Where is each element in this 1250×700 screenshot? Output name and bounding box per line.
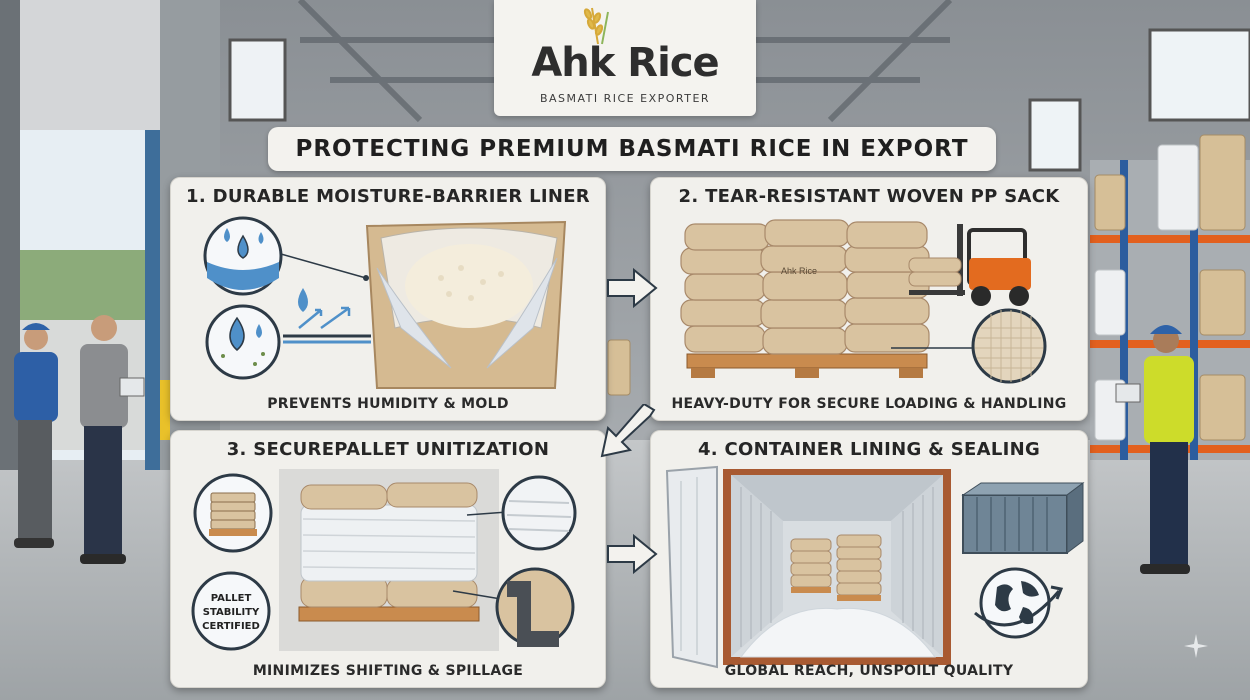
liner-sack-illustration — [365, 220, 567, 389]
brand-tagline: BASMATI RICE EXPORTER — [539, 92, 711, 105]
panel-moisture-liner: 1. DURABLE MOISTURE-BARRIER LINER — [170, 177, 606, 421]
panel-heading: 3. SECUREPALLET UNITIZATION — [226, 439, 550, 460]
panel-heading: 2. TEAR-RESISTANT WOVEN PP SACK — [678, 186, 1060, 207]
arrow-down-left-icon — [600, 404, 656, 458]
brand-logo: Ahk Rice BASMATI RICE EXPORTER — [494, 0, 756, 116]
brand-name: Ahk Rice — [531, 40, 719, 86]
stretch-wrap-zoom-icon — [501, 475, 577, 551]
badge-line-2: STABILITY — [203, 607, 260, 618]
woven-fabric-zoom-icon — [891, 308, 1047, 384]
container-interior-illustration — [665, 465, 951, 669]
panel-caption: PREVENTS HUMIDITY & MOLD — [267, 396, 509, 412]
panel-heading: 1. DURABLE MOISTURE-BARRIER LINER — [186, 186, 590, 207]
sack-stack-illustration: Ahk Rice — [680, 219, 930, 378]
panel-caption: HEAVY-DUTY FOR SECURE LOADING & HANDLING — [671, 396, 1067, 412]
panel-caption: MINIMIZES SHIFTING & SPILLAGE — [252, 663, 524, 679]
sack-label: Ahk Rice — [781, 266, 817, 276]
arrow-right-icon — [607, 533, 658, 575]
panel-pp-sack: 2. TEAR-RESISTANT WOVEN PP SACK — [650, 177, 1088, 421]
badge-line-3: CERTIFIED — [202, 621, 260, 632]
humidity-icon — [205, 304, 281, 380]
barrier-deflect-icon — [283, 288, 371, 344]
page-title: PROTECTING PREMIUM BASMATI RICE IN EXPOR… — [268, 127, 996, 171]
panel-caption: GLOBAL REACH, UNSPOILT QUALITY — [724, 663, 1014, 679]
sparkle-icon — [1184, 634, 1208, 658]
pallet-stack-icon — [193, 473, 273, 553]
shipping-container-icon — [961, 482, 1085, 554]
rice-grain-icon — [583, 7, 609, 45]
globe-icon — [974, 567, 1064, 639]
panel-container-sealing: 4. CONTAINER LINING & SEALING — [650, 430, 1088, 688]
badge-line-1: PALLET — [211, 593, 252, 604]
panel-pallet-unitization: 3. SECUREPALLET UNITIZATION PALLET STABI… — [170, 430, 606, 688]
forklift-illustration — [908, 224, 1031, 306]
arrow-right-icon — [607, 267, 658, 309]
panel-heading: 4. CONTAINER LINING & SEALING — [697, 439, 1041, 460]
corner-protector-icon — [495, 567, 575, 647]
wrapped-pallet-illustration — [298, 482, 480, 622]
certified-badge: PALLET STABILITY CERTIFIED — [191, 571, 271, 651]
water-drops-icon — [203, 216, 283, 296]
